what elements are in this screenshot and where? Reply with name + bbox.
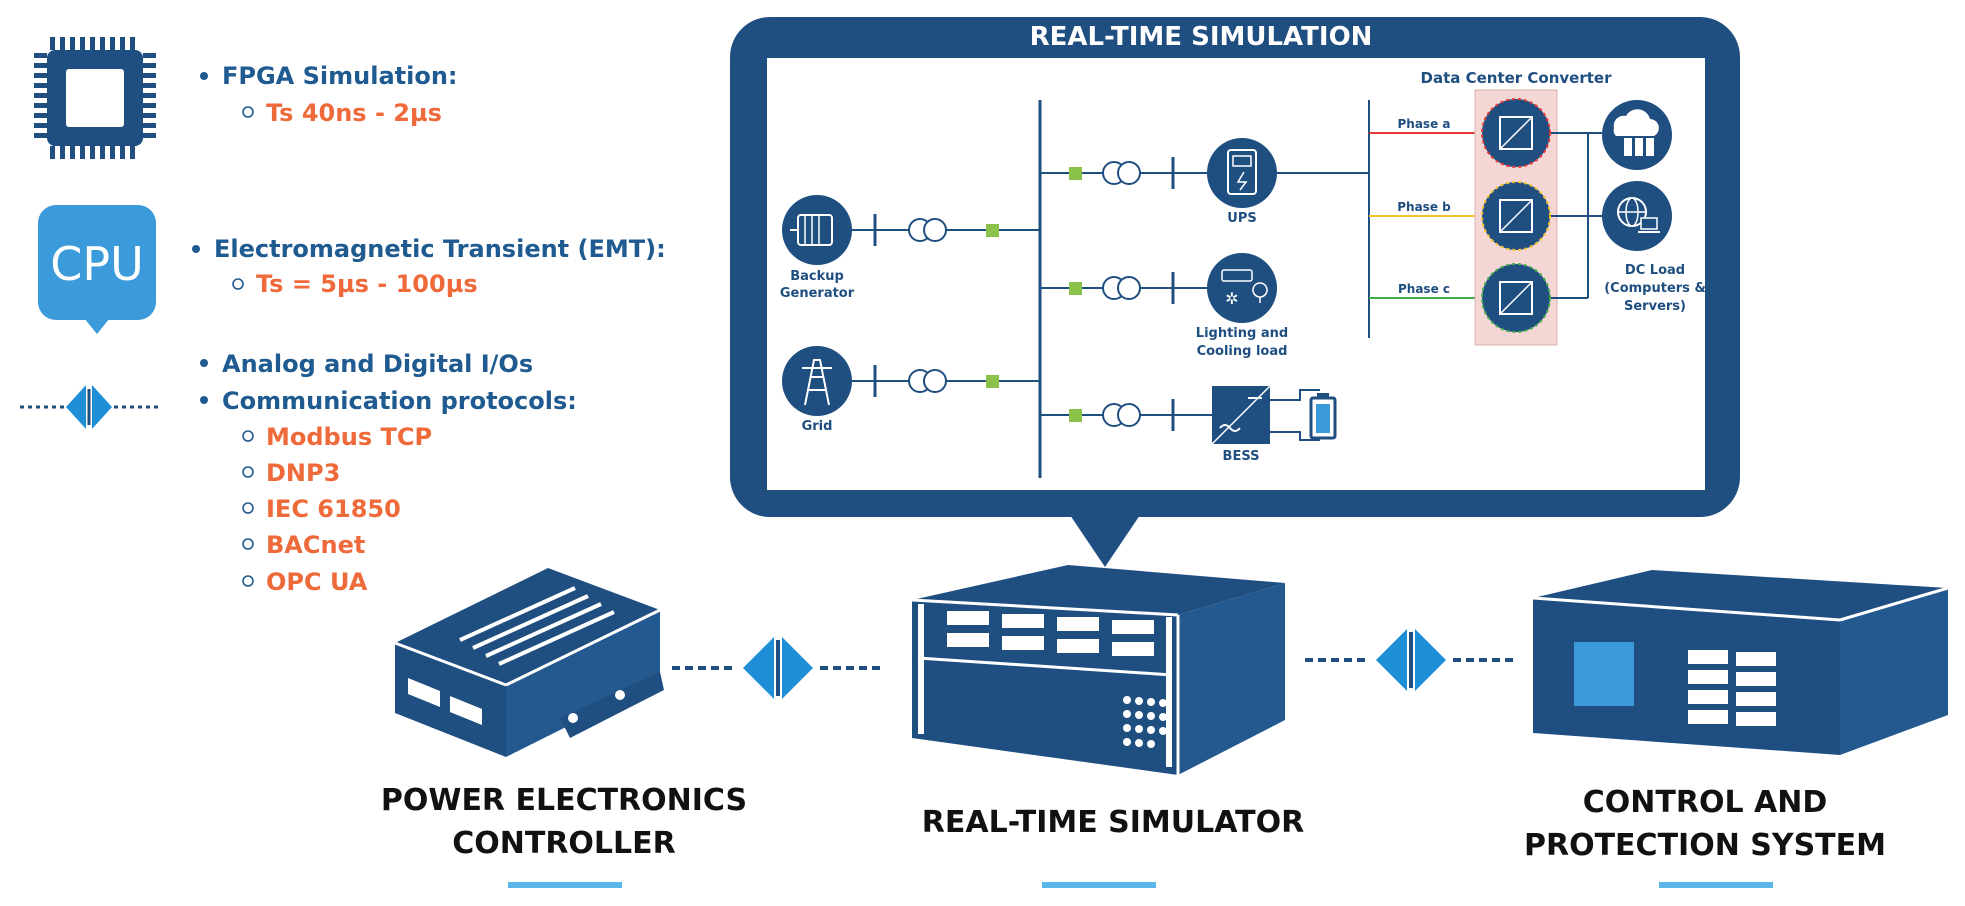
- fpga-ts: Ts 40ns - 2µs: [266, 99, 442, 127]
- device-labels: POWER ELECTRONICS CONTROLLER REAL-TIME S…: [381, 783, 1886, 888]
- protocol-item: Modbus TCP: [266, 423, 432, 451]
- backup-label-2: Generator: [780, 286, 855, 301]
- converter-icon: [1481, 98, 1551, 168]
- bullet-list: FPGA Simulation: Ts 40ns - 2µs Electroma…: [192, 62, 666, 596]
- ups-icon: [1207, 138, 1277, 208]
- fpga-title: FPGA Simulation:: [222, 62, 458, 90]
- lighting-label-1: Lighting and: [1196, 326, 1288, 341]
- protocols-title: Communication protocols:: [222, 387, 577, 415]
- io-link-icon: [20, 385, 158, 429]
- converter-icon: [1481, 181, 1551, 251]
- fpga-chip-icon: [34, 37, 156, 159]
- generator-icon: [782, 195, 852, 265]
- panel-title: REAL-TIME SIMULATION: [1030, 22, 1373, 52]
- grid-tower-icon: [782, 346, 852, 416]
- diagram-labels: Backup Generator Grid UPS Lighting and C…: [780, 69, 1706, 464]
- backup-label-1: Backup: [790, 269, 844, 284]
- data-center-converter: [1474, 89, 1602, 346]
- emt-title: Electromagnetic Transient (EMT):: [214, 235, 666, 263]
- link-icon-right: [1305, 629, 1515, 691]
- phase-a-label: Phase a: [1398, 117, 1451, 131]
- phase-b-label: Phase b: [1397, 200, 1451, 214]
- pe-label-2: CONTROLLER: [452, 826, 676, 861]
- power-electronics-controller-icon: [394, 568, 664, 757]
- dc-load-label-1: DC Load: [1625, 263, 1685, 278]
- link-icon-left: [672, 637, 882, 699]
- grid-label: Grid: [802, 419, 833, 434]
- cloud-server-icon: [1602, 100, 1672, 170]
- converter-title: Data Center Converter: [1421, 69, 1613, 87]
- underline: [1042, 882, 1156, 888]
- ups-label: UPS: [1227, 211, 1256, 226]
- real-time-simulator-icon: [911, 565, 1285, 775]
- protocol-item: DNP3: [266, 459, 340, 487]
- protocol-item: OPC UA: [266, 568, 368, 596]
- cpu-icon: CPU: [38, 205, 156, 334]
- rts-label: REAL-TIME SIMULATOR: [922, 805, 1304, 840]
- one-line-diagram: [852, 100, 1370, 478]
- lighting-label-2: Cooling load: [1197, 344, 1288, 359]
- control-protection-system-icon: [1532, 570, 1949, 755]
- phase-c-label: Phase c: [1398, 282, 1450, 296]
- bess-inverter-icon: [1211, 385, 1271, 445]
- phase-lines: [1369, 132, 1484, 299]
- lighting-cooling-icon: ✲: [1207, 253, 1277, 323]
- pe-label-1: POWER ELECTRONICS: [381, 783, 747, 818]
- protocol-item: IEC 61850: [266, 495, 401, 523]
- io-title: Analog and Digital I/Os: [222, 350, 533, 378]
- cps-label-1: CONTROL AND: [1583, 785, 1827, 820]
- underline: [1659, 882, 1773, 888]
- bess-label: BESS: [1223, 449, 1260, 464]
- svg-text:✲: ✲: [1225, 289, 1238, 308]
- battery-icon: [1309, 393, 1337, 440]
- emt-ts: Ts = 5µs - 100µs: [256, 270, 478, 298]
- converter-icon: [1481, 263, 1551, 333]
- underline: [508, 882, 622, 888]
- dc-load-label-3: Servers): [1624, 299, 1686, 314]
- protocol-item: BACnet: [266, 531, 365, 559]
- dc-load-label-2: (Computers &: [1604, 281, 1706, 296]
- cps-label-2: PROTECTION SYSTEM: [1524, 828, 1886, 863]
- computer-globe-icon: [1602, 181, 1672, 251]
- cpu-icon-text: CPU: [50, 237, 144, 291]
